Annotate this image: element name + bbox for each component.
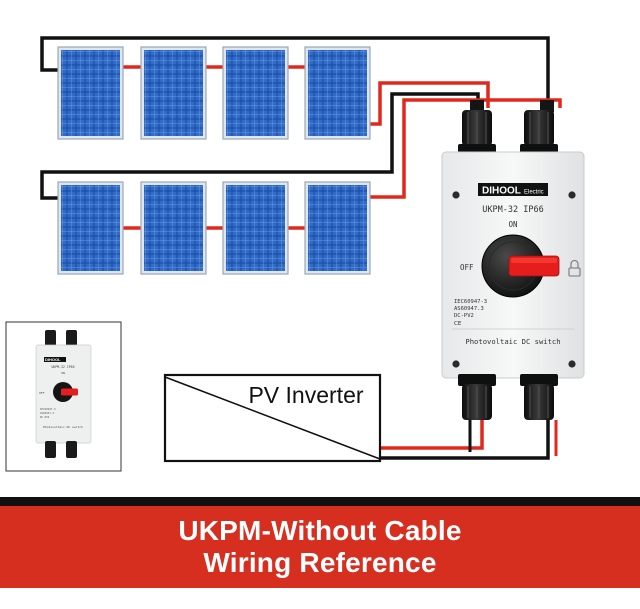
thumb-standard-1: IEC60947-3 xyxy=(40,407,56,411)
cable-gland-bottom-left xyxy=(458,374,496,420)
solar-panel xyxy=(140,46,207,140)
screw-hole xyxy=(452,191,460,199)
brand-name: DIHOOL xyxy=(482,186,521,197)
brand-sub: Electric xyxy=(524,190,544,196)
title-banner: UKPM-Without Cable Wiring Reference xyxy=(0,497,640,609)
product-description: Photovoltaic DC switch xyxy=(465,337,560,346)
cable-gland-top-right xyxy=(520,100,558,156)
banner-title-line-2: Wiring Reference xyxy=(203,547,437,578)
thumb-on: ON xyxy=(61,371,65,375)
dc-isolator-switch: DIHOOL Electric UKPM-32 IP66 ON OFF IEC6… xyxy=(441,151,585,379)
thumb-standard-2: AS60947.3 xyxy=(40,411,54,415)
pv-inverter: PV Inverter xyxy=(163,373,382,463)
solar-panel xyxy=(222,46,289,140)
upper-string-wiring xyxy=(40,36,550,126)
product-thumbnail: DIHOOL UKPM-32 IP66 ON OFF IEC60947-3 AS… xyxy=(5,321,122,472)
inverter-label: PV Inverter xyxy=(248,382,363,408)
solar-panel xyxy=(222,181,289,275)
solar-panel xyxy=(57,46,124,140)
thumb-standard-3: DC-PV2 xyxy=(40,415,50,419)
lower-string-wiring xyxy=(40,92,562,230)
solar-panels-upper-row xyxy=(57,46,371,140)
ce-mark: CE xyxy=(454,321,462,327)
screw-hole xyxy=(568,360,576,368)
banner-top-stripe xyxy=(0,497,640,506)
cable-gland-top-left xyxy=(458,100,496,156)
thumb-off: OFF xyxy=(39,391,45,395)
thumb-brand: DIHOOL xyxy=(45,357,61,362)
standard-2: AS60947.3 xyxy=(454,306,484,312)
screw-hole xyxy=(452,360,460,368)
solar-panels-lower-row xyxy=(57,181,371,275)
thumb-description: Photovoltaic DC switch xyxy=(43,425,83,429)
thumb-model: UKPM-32 IP66 xyxy=(51,365,74,369)
solar-panel xyxy=(57,181,124,275)
solar-panel xyxy=(304,181,371,275)
off-label: OFF xyxy=(460,263,474,272)
standard-1: IEC60947-3 xyxy=(454,299,487,305)
inverter-wiring xyxy=(380,420,558,460)
cable-gland-bottom-right xyxy=(520,374,558,420)
solar-panel xyxy=(140,181,207,275)
rotary-handle[interactable] xyxy=(481,234,560,298)
padlock-icon xyxy=(568,259,581,277)
standard-3: DC-PV2 xyxy=(454,313,474,319)
on-label: ON xyxy=(508,220,517,229)
brand-logo xyxy=(478,183,548,196)
banner-body: UKPM-Without Cable Wiring Reference xyxy=(0,506,640,588)
model-label: UKPM-32 IP66 xyxy=(482,205,543,215)
banner-title-line-1: UKPM-Without Cable xyxy=(178,515,462,546)
screw-hole xyxy=(568,191,576,199)
solar-panel xyxy=(304,46,371,140)
